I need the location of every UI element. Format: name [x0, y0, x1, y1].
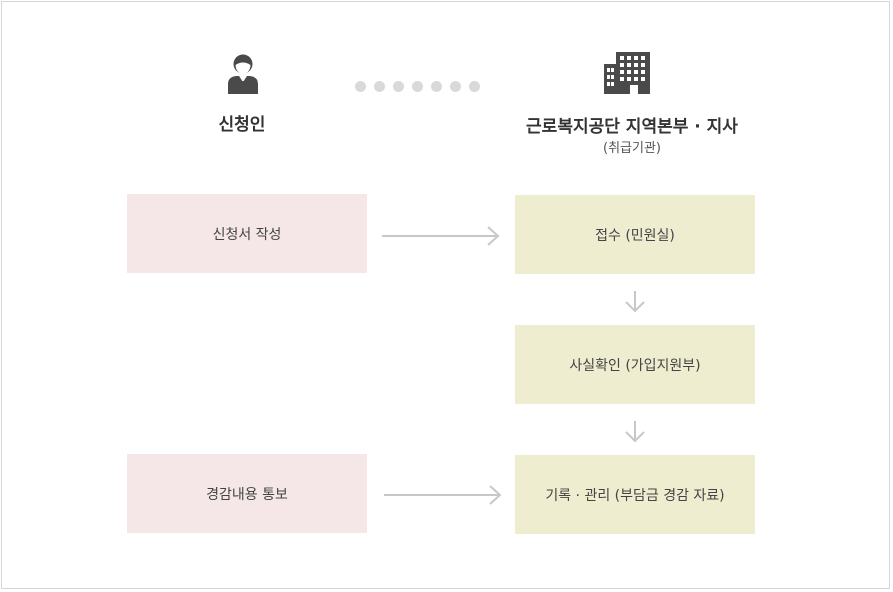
arrow-right-bottom	[384, 485, 502, 505]
dot	[374, 81, 385, 92]
dot	[393, 81, 404, 92]
dotted-connector	[355, 81, 480, 92]
person-icon	[228, 54, 258, 94]
step-record-manage: 기록 · 관리 (부담금 경감 자료)	[515, 455, 755, 534]
dot	[431, 81, 442, 92]
dot	[450, 81, 461, 92]
agency-subtitle: (취급기관)	[603, 141, 661, 156]
dot	[469, 81, 480, 92]
applicant-title: 신청인	[218, 115, 266, 135]
arrow-down-1	[625, 291, 645, 313]
agency-title: 근로복지공단 지역본부 · 지사	[526, 117, 738, 137]
dot	[412, 81, 423, 92]
arrow-down-2	[625, 421, 645, 443]
step-notify-reduction: 경감내용 통보	[127, 454, 367, 533]
step-write-application: 신청서 작성	[127, 194, 367, 273]
building-icon	[604, 52, 650, 94]
step-fact-check: 사실확인 (가입지원부)	[515, 325, 755, 404]
arrow-right-top	[382, 226, 500, 246]
dot	[355, 81, 366, 92]
step-reception: 접수 (민원실)	[515, 195, 755, 274]
